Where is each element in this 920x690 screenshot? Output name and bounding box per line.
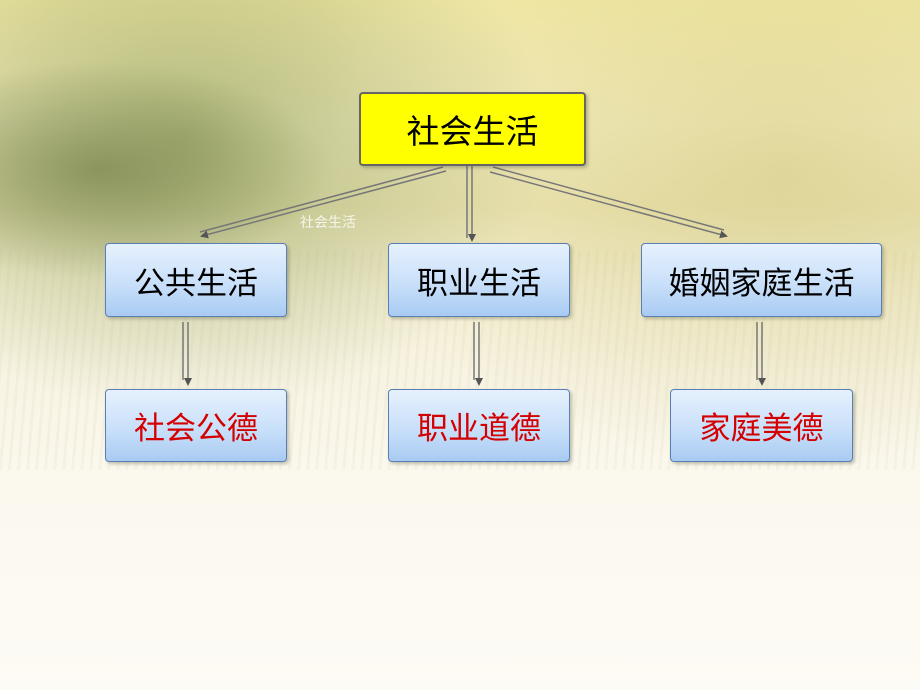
category-node-work-life: 职业生活	[388, 243, 570, 317]
arrow-root-to-public	[199, 166, 447, 239]
virtue-label: 社会公德	[134, 411, 258, 447]
virtue-node-social-ethics: 社会公德	[105, 389, 287, 462]
arrow-root-to-work	[466, 165, 476, 242]
faint-watermark-text: 社会生活	[300, 215, 356, 231]
virtue-node-family-virtue: 家庭美德	[670, 389, 853, 462]
virtue-label: 家庭美德	[699, 411, 824, 447]
arrow-family-to-virtue	[756, 322, 766, 386]
arrow-root-to-family	[489, 166, 728, 239]
root-node: 社会生活	[359, 92, 586, 166]
arrow-work-to-virtue	[473, 322, 483, 386]
category-label: 婚姻家庭生活	[668, 265, 855, 302]
category-label: 职业生活	[417, 265, 541, 302]
category-label: 公共生活	[134, 265, 258, 302]
category-node-family-life: 婚姻家庭生活	[641, 243, 882, 317]
category-node-public-life: 公共生活	[105, 243, 287, 317]
virtue-label: 职业道德	[417, 411, 541, 447]
root-node-label: 社会生活	[406, 112, 539, 151]
arrow-public-to-virtue	[182, 322, 192, 386]
virtue-node-professional-ethics: 职业道德	[388, 389, 570, 462]
